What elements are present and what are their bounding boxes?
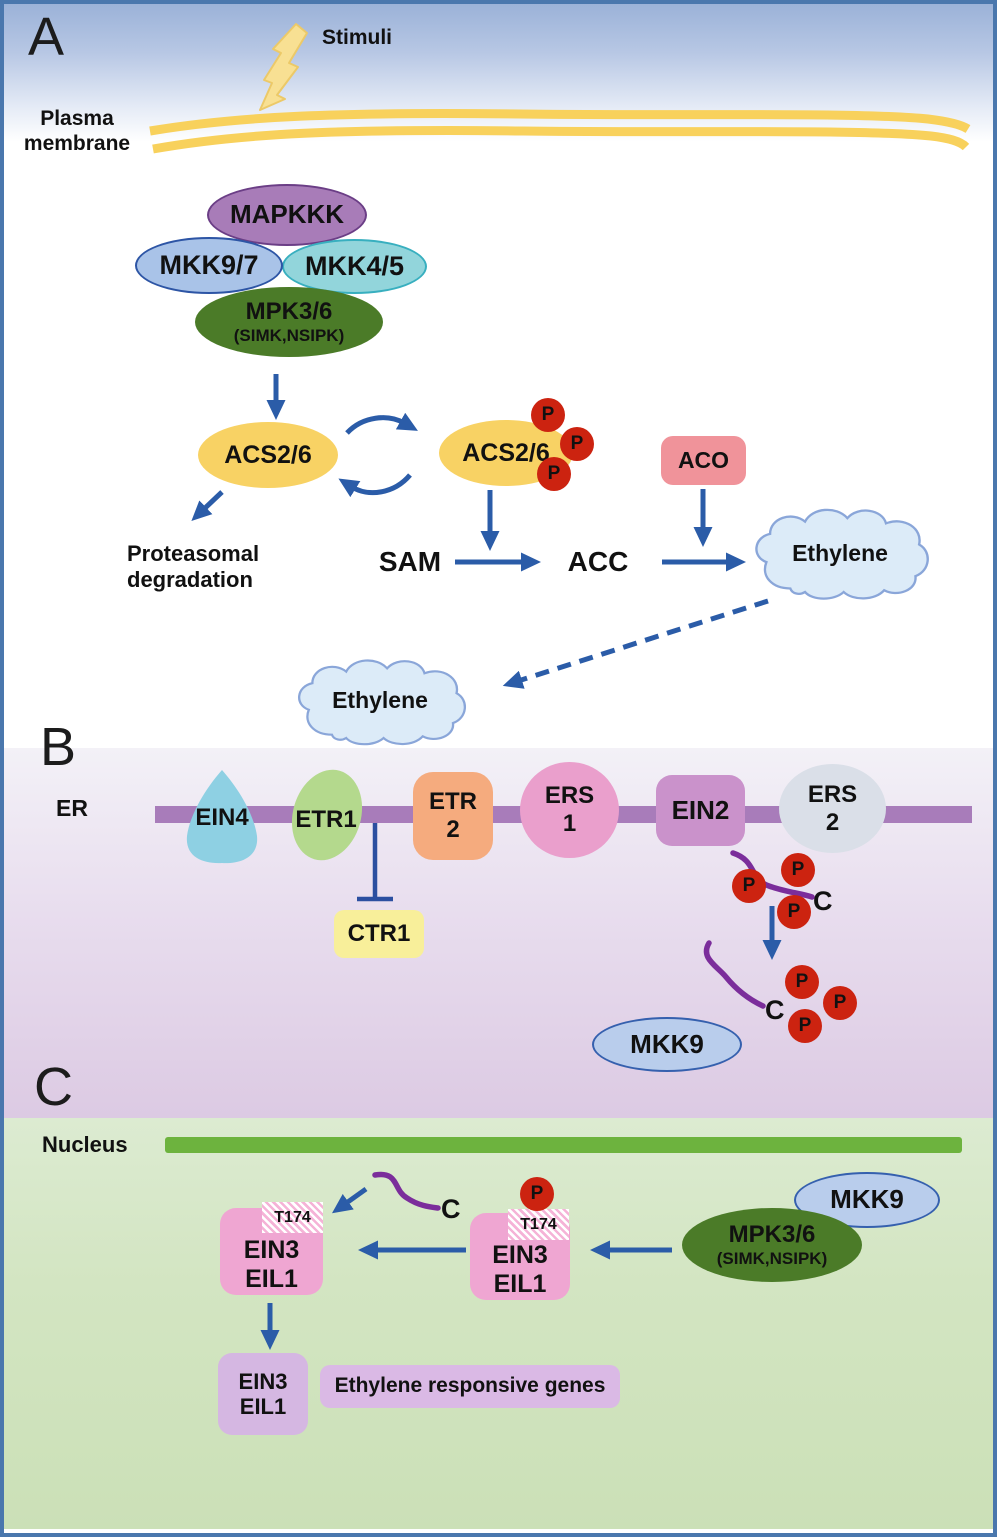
c-terminal-label: C xyxy=(765,995,785,1025)
ein3-eil1-text: EIN3 EIL1 xyxy=(470,1241,570,1299)
acc-label: ACC xyxy=(567,546,629,577)
aco-label: ACO xyxy=(677,447,730,474)
mkk97-ellipse: MKK9/7 xyxy=(135,237,283,294)
mkk45-label: MKK4/5 xyxy=(304,250,405,281)
phosphate-badge: P xyxy=(520,1177,554,1211)
mapkkk-ellipse: MAPKKK xyxy=(207,184,367,246)
ctr1-box: CTR1 xyxy=(334,910,424,958)
ethylene-cloud2-label: Ethylene xyxy=(332,687,428,713)
acs26-phospho-label: ACS2/6 xyxy=(462,438,550,467)
mpk36-c-ellipse: MPK3/6 (SIMK,NSIPK) xyxy=(682,1208,862,1282)
plasma-membrane-label: Plasma membrane xyxy=(14,106,140,156)
etr1-label: ETR1 xyxy=(295,806,357,833)
ein3-label: EIN3 xyxy=(243,1236,300,1264)
eil1-label: EIL1 xyxy=(493,1269,547,1298)
cycle-arrow-bottom xyxy=(338,473,412,498)
eil1-label: EIL1 xyxy=(239,1394,287,1419)
cycle-arrow-top xyxy=(345,412,418,435)
ein3-label: EIN3 xyxy=(238,1368,288,1394)
ein3-eil1-box-bottom: EIN3 EIL1 xyxy=(218,1353,308,1435)
etr2-box: ETR 2 xyxy=(413,772,493,860)
proteasomal-line1: Proteasomal xyxy=(127,541,260,566)
ers1-line2: 1 xyxy=(562,810,577,837)
ethylene-responsive-genes-label: Ethylene responsive genes xyxy=(334,1374,606,1398)
dashed-arrow-ethylene-transport xyxy=(502,598,769,689)
er-label: ER xyxy=(56,795,88,821)
arrow-acs26-to-degradation xyxy=(191,490,224,522)
phosphate-badge: P xyxy=(531,398,565,432)
phosphate-badge: P xyxy=(560,427,594,461)
t174-site-left: T174 xyxy=(262,1202,323,1233)
mkk9-c-label: MKK9 xyxy=(830,1184,904,1215)
mkk9-b-label: MKK9 xyxy=(630,1028,704,1059)
sam-label: SAM xyxy=(378,546,442,577)
ethylene-cloud1-label: Ethylene xyxy=(792,540,888,566)
phosphate-badge: P xyxy=(788,1009,822,1043)
stimuli-label: Stimuli xyxy=(322,26,393,49)
mpk36-c-alias-label: (SIMK,NSIPK) xyxy=(716,1249,828,1269)
plasma-membrane-line2: membrane xyxy=(23,132,131,155)
panel-a-label: A xyxy=(28,7,65,67)
mpk36-ellipse: MPK3/6 (SIMK,NSIPK) xyxy=(195,287,383,357)
etr2-line1: ETR xyxy=(429,788,477,816)
ers1-line1: ERS xyxy=(544,782,595,810)
phosphate-badge: P xyxy=(823,986,857,1020)
ers1-circle: ERS 1 xyxy=(520,762,619,858)
ein2-box: EIN2 xyxy=(656,775,745,846)
mpk36-c-label: MPK3/6 xyxy=(728,1221,816,1249)
panel-b-label: B xyxy=(40,717,77,777)
proteasomal-line2: degradation xyxy=(127,567,253,592)
phosphate-badge: P xyxy=(785,965,819,999)
acs26-ellipse: ACS2/6 xyxy=(198,422,338,488)
ein4-label: EIN4 xyxy=(195,804,249,831)
etr2-line2: 2 xyxy=(446,816,460,843)
ein2-label: EIN2 xyxy=(671,794,730,825)
ethylene-responsive-genes-box: Ethylene responsive genes xyxy=(320,1365,620,1408)
ers2-line1: ERS xyxy=(807,780,858,808)
phosphate-badge: P xyxy=(777,895,811,929)
nucleus-membrane-bar xyxy=(165,1137,962,1153)
mkk45-ellipse: MKK4/5 xyxy=(282,239,427,294)
proteasomal-degradation-label: Proteasomal degradation xyxy=(127,541,259,593)
mapkkk-label: MAPKKK xyxy=(229,199,345,230)
ein3-eil1-text: EIN3 EIL1 xyxy=(220,1236,323,1294)
aco-box: ACO xyxy=(661,436,746,485)
panel-c-label: C xyxy=(34,1057,73,1117)
c-terminal-label: C xyxy=(441,1194,461,1224)
ers2-line2: 2 xyxy=(825,808,840,836)
phosphate-badge: P xyxy=(781,853,815,887)
eil1-label: EIL1 xyxy=(245,1264,298,1293)
mpk36-alias-label: (SIMK,NSIPK) xyxy=(233,326,345,346)
mkk97-label: MKK9/7 xyxy=(159,249,259,280)
c-terminal-label: C xyxy=(813,886,833,916)
mpk36-label: MPK3/6 xyxy=(245,298,333,326)
acs26-label: ACS2/6 xyxy=(224,440,312,469)
ers2-circle: ERS 2 xyxy=(779,764,886,853)
panel-a-sky-gradient xyxy=(4,4,993,142)
ein3-label: EIN3 xyxy=(492,1241,548,1269)
plasma-membrane-line1: Plasma xyxy=(40,107,114,130)
ctr1-label: CTR1 xyxy=(347,920,411,948)
phosphate-badge: P xyxy=(732,869,766,903)
t174-site-right: T174 xyxy=(508,1209,569,1240)
mkk9-b-ellipse: MKK9 xyxy=(592,1017,742,1072)
nucleus-label: Nucleus xyxy=(42,1132,128,1157)
phosphate-badge: P xyxy=(537,457,571,491)
